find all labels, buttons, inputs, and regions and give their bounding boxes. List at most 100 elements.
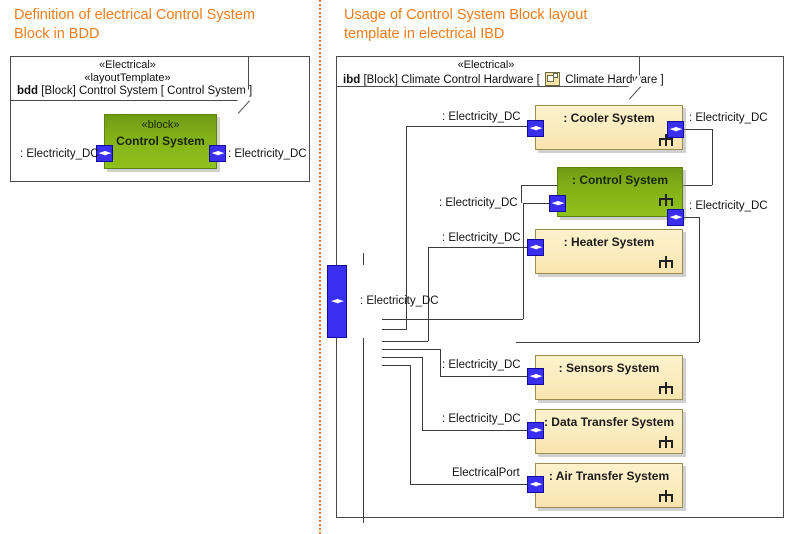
connector-boundary-stub-bottom <box>363 338 364 523</box>
connector-cooler-out-h1 <box>683 129 712 130</box>
connector-control-h1 <box>382 319 523 320</box>
ibd-cooler-left-port[interactable]: ◄► <box>527 120 544 137</box>
bdd-header-corner-clip <box>237 89 249 101</box>
connector-cooler-h1 <box>382 329 406 330</box>
connector-cooler-out-v2 <box>521 185 522 203</box>
ibd-control-right-port-glyph: ◄► <box>669 212 683 222</box>
ibd-heater-left-port[interactable]: ◄► <box>527 239 544 256</box>
ibd-part-air-transfer-system[interactable]: : Air Transfer System <box>535 463 683 508</box>
connector-data-h1 <box>382 357 422 358</box>
connector-air-h2 <box>410 484 527 485</box>
connector-sensors-v1 <box>440 349 441 376</box>
ibd-sensors-left-port-label: : Electricity_DC <box>442 359 521 371</box>
connector-air-h1 <box>382 365 410 366</box>
ibd-control-left-port[interactable]: ◄► <box>549 195 566 212</box>
ibd-part-heater-system-name: : Heater System <box>563 235 655 249</box>
ibd-air-transfer-left-port-glyph: ◄► <box>529 479 543 489</box>
ibd-boundary-port-label: : Electricity_DC <box>360 295 439 307</box>
connector-cooler-v1 <box>406 126 407 330</box>
ibd-stereotype-electrical: «Electrical» <box>457 59 515 71</box>
bdd-right-port-glyph: ◄► <box>211 148 225 158</box>
bdd-panel: Definition of electrical Control System … <box>0 0 320 534</box>
bdd-right-port[interactable]: ◄► <box>209 145 226 162</box>
ibd-part-sensors-system[interactable]: : Sensors System <box>535 355 683 400</box>
ibd-cooler-right-port-glyph: ◄► <box>669 124 683 134</box>
connector-control-out-h1 <box>683 217 699 218</box>
connector-heater-v1 <box>428 247 429 341</box>
ibd-control-right-port[interactable]: ◄► <box>667 209 684 226</box>
connector-data-h2 <box>422 430 527 431</box>
ibd-frame-title-prefix: [Block] Climate Control Hardware [ <box>360 74 544 86</box>
block-diagram-icon <box>545 72 561 86</box>
ibd-part-cooler-system-name: : Cooler System <box>563 111 655 125</box>
ibd-part-heater-system[interactable]: : Heater System <box>535 229 683 274</box>
bdd-diagram-frame: «Electrical» «layoutTemplate» bdd [Block… <box>10 56 310 182</box>
composite-structure-icon <box>659 436 673 448</box>
ibd-frame-header: «Electrical» ibd [Block] Climate Control… <box>337 57 664 100</box>
ibd-cooler-right-port-label: : Electricity_DC <box>689 112 768 124</box>
ibd-cooler-left-port-label: : Electricity_DC <box>442 111 521 123</box>
bdd-caption: Definition of electrical Control System … <box>14 7 255 42</box>
ibd-cooler-left-port-glyph: ◄► <box>529 123 543 133</box>
bdd-frame-title: bdd [Block] Control System [ Control Sys… <box>17 85 252 98</box>
ibd-header-corner-clip <box>628 75 640 87</box>
ibd-data-transfer-left-port[interactable]: ◄► <box>527 422 544 439</box>
bdd-block-stereotype: «block» <box>141 119 180 131</box>
ibd-part-data-transfer-system[interactable]: : Data Transfer System <box>535 409 683 454</box>
connector-heater-h2 <box>428 247 527 248</box>
bdd-left-port-label: : Electricity_DC <box>20 148 99 160</box>
composite-structure-icon <box>659 256 673 268</box>
ibd-sensors-left-port-glyph: ◄► <box>529 371 543 381</box>
composite-structure-icon <box>659 134 673 146</box>
ibd-heater-left-port-glyph: ◄► <box>529 242 543 252</box>
connector-control-v1 <box>523 203 524 319</box>
composite-structure-icon <box>659 490 673 502</box>
bdd-frame-header: «Electrical» «layoutTemplate» bdd [Block… <box>11 57 252 114</box>
ibd-air-transfer-left-port[interactable]: ◄► <box>527 476 544 493</box>
ibd-data-transfer-left-port-label: : Electricity_DC <box>442 413 521 425</box>
bdd-stereotype-electrical: «Electrical» <box>99 59 156 71</box>
ibd-frame-kind: ibd <box>343 74 361 86</box>
connector-control-out-v1 <box>699 217 700 342</box>
connector-cooler-out-v1 <box>712 129 713 185</box>
ibd-caption: Usage of Control System Block layout tem… <box>344 7 588 42</box>
ibd-control-right-port-label: : Electricity_DC <box>689 200 768 212</box>
bdd-frame-title-text: [Block] Control System [ Control System … <box>38 85 253 97</box>
ibd-part-sensors-system-name: : Sensors System <box>558 361 660 375</box>
composite-structure-icon <box>659 194 673 206</box>
ibd-part-air-transfer-system-name: : Air Transfer System <box>548 469 670 483</box>
connector-sensors-h2 <box>440 376 527 377</box>
bdd-block-control-system[interactable]: «block» Control System <box>104 114 217 169</box>
bdd-right-port-label: : Electricity_DC <box>228 148 307 160</box>
connector-heater-h1 <box>382 341 428 342</box>
ibd-sensors-left-port[interactable]: ◄► <box>527 368 544 385</box>
panel-divider <box>319 0 321 534</box>
bdd-header-corner-slash <box>237 100 250 114</box>
ibd-part-data-transfer-system-name: : Data Transfer System <box>543 415 675 429</box>
ibd-frame-title-suffix: Climate Hardware ] <box>562 74 664 86</box>
ibd-air-transfer-left-port-label: ElectricalPort <box>452 467 520 479</box>
connector-data-v1 <box>422 357 423 430</box>
ibd-part-control-system[interactable]: : Control System <box>557 167 683 217</box>
connector-boundary-stub-top <box>363 253 364 265</box>
ibd-header-corner-slash <box>628 86 641 100</box>
bdd-stereotype-layouttemplate: «layoutTemplate» <box>84 72 171 84</box>
ibd-control-left-port-label: : Electricity_DC <box>439 197 518 209</box>
ibd-heater-left-port-label: : Electricity_DC <box>442 232 521 244</box>
ibd-cooler-right-port[interactable]: ◄► <box>667 121 684 138</box>
connector-cooler-h2 <box>406 126 527 127</box>
ibd-boundary-port[interactable]: ◄► <box>327 265 347 338</box>
bdd-left-port[interactable]: ◄► <box>96 145 113 162</box>
ibd-part-control-system-name: : Control System <box>571 173 668 187</box>
ibd-control-left-port-glyph: ◄► <box>551 198 565 208</box>
ibd-frame-title: ibd [Block] Climate Control Hardware [ C… <box>343 72 664 87</box>
composite-structure-icon <box>659 382 673 394</box>
bdd-block-name: Control System <box>116 134 205 148</box>
connector-air-v1 <box>410 365 411 484</box>
bdd-frame-kind: bdd <box>17 85 39 97</box>
connector-control-out-h2 <box>516 342 699 343</box>
connector-sensors-h1 <box>382 349 440 350</box>
bdd-left-port-glyph: ◄► <box>98 148 112 158</box>
ibd-panel: Usage of Control System Block layout tem… <box>325 0 795 534</box>
ibd-part-cooler-system[interactable]: : Cooler System <box>535 105 683 150</box>
